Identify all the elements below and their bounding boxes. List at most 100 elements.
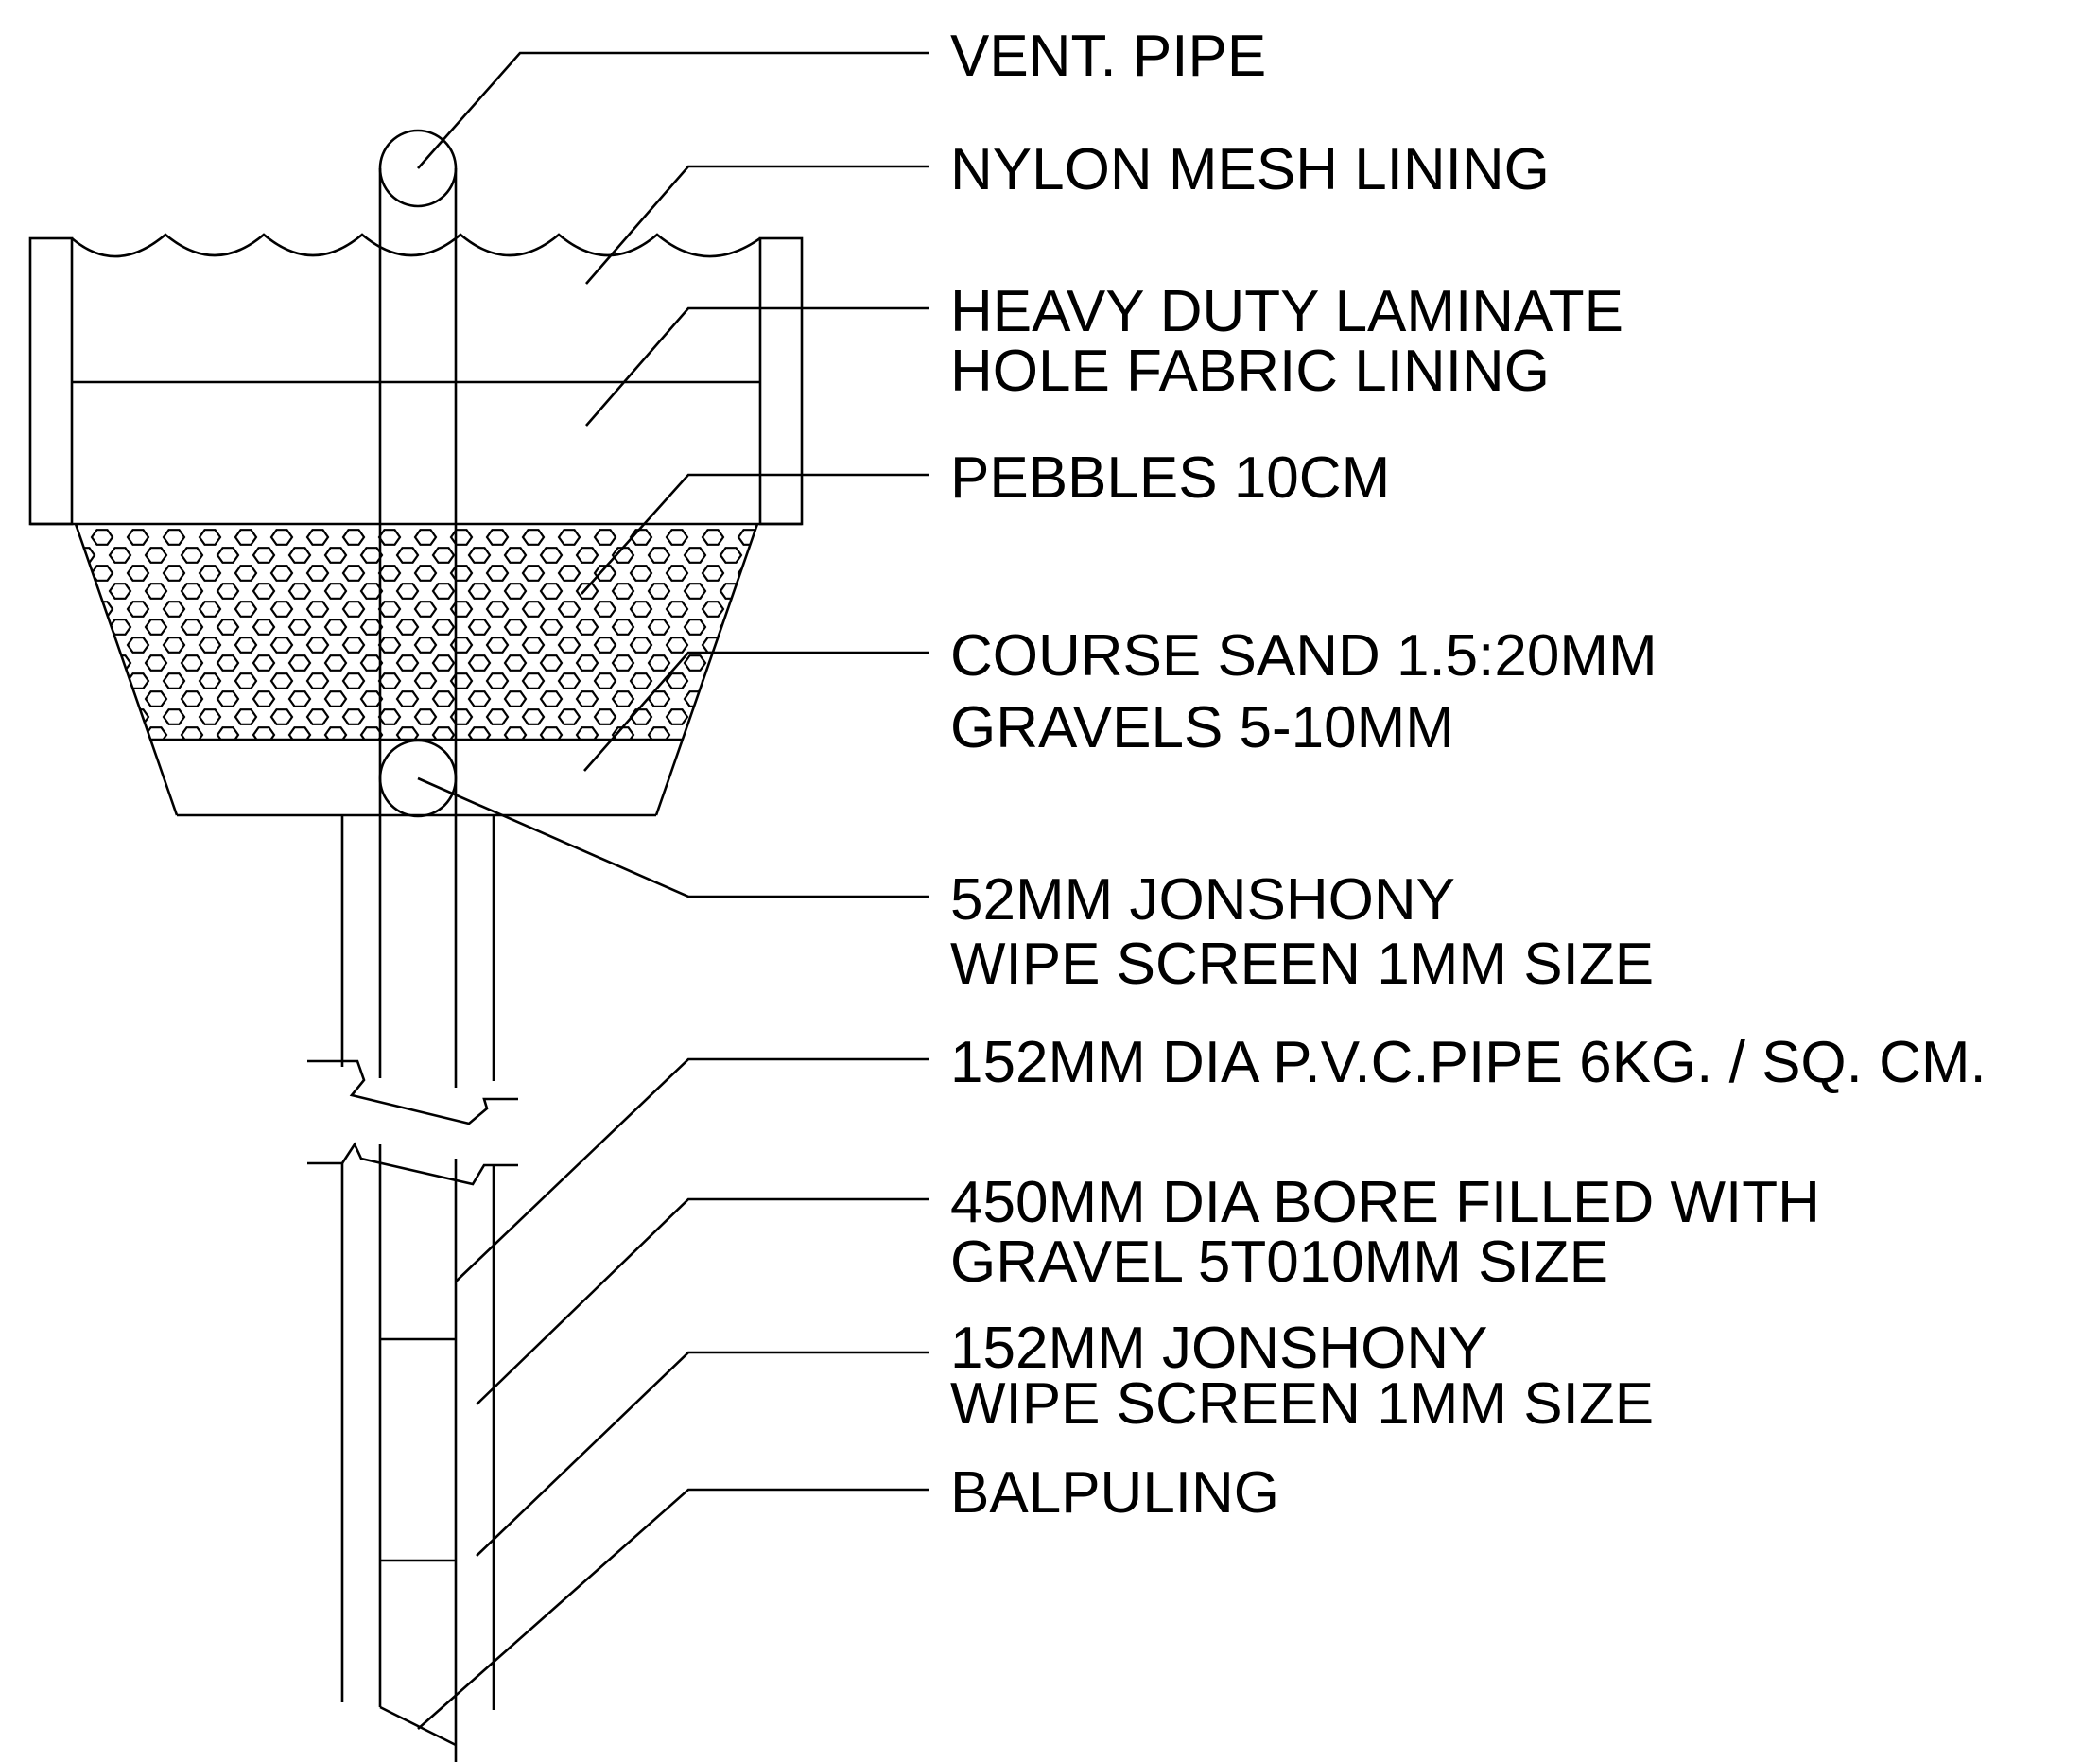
pebble-hexagon: [377, 529, 402, 546]
pebble-hexagon: [521, 637, 546, 654]
leader-vent-pipe: [417, 51, 929, 169]
pebble-hexagon: [557, 672, 581, 689]
pebble-hexagon: [287, 619, 312, 636]
pebble-hexagon: [180, 726, 204, 740]
top-tank: [28, 233, 804, 526]
pebble-hexagon: [198, 565, 222, 582]
pebble-hexagon: [467, 726, 492, 740]
screen-52mm-circle: [378, 739, 458, 818]
pebble-hexagon: [539, 654, 564, 672]
pebble-hexagon: [575, 547, 599, 564]
pebble-hexagon: [485, 529, 510, 546]
pebble-hexagon: [557, 565, 581, 582]
pebble-hexagon: [611, 690, 635, 707]
pebble-hexagon: [126, 637, 150, 654]
pebble-hexagon: [377, 708, 402, 725]
pebble-hexagon: [76, 583, 96, 600]
pebble-hexagon: [76, 619, 96, 636]
pebble-hexagon: [377, 601, 402, 618]
pebble-hexagon: [76, 690, 96, 707]
pebble-hexagon: [162, 565, 186, 582]
pebble-hexagon: [575, 619, 599, 636]
pebble-hexagon: [503, 690, 528, 707]
pebble-hexagon: [305, 565, 330, 582]
pebble-hexagon: [287, 547, 312, 564]
pebble-hexagon: [665, 637, 689, 654]
pebble-hexagon: [108, 726, 132, 740]
pebble-hexagon: [305, 708, 330, 725]
pebble-hexagon: [431, 690, 456, 707]
pebble-hexagon: [126, 565, 150, 582]
pebble-hexagon: [323, 726, 348, 740]
pebble-hexagon: [575, 583, 599, 600]
pebble-hexagon: [216, 654, 240, 672]
pebble-hexagon: [234, 637, 258, 654]
pebble-hexagon: [323, 619, 348, 636]
pebble-hexagon: [341, 529, 366, 546]
pebble-hexagon: [557, 708, 581, 725]
pebble-hexagon: [287, 583, 312, 600]
pebble-hexagon: [629, 637, 653, 654]
pebble-hexagon: [269, 601, 294, 618]
pebble-hexagon: [503, 547, 528, 564]
label-screen152-line2: WIPE SCREEN 1MM SIZE: [950, 1371, 1654, 1437]
pebble-hexagon: [593, 672, 617, 689]
pebble-hexagon: [287, 690, 312, 707]
pebble-hexagon: [467, 547, 492, 564]
pebble-hexagon: [665, 672, 689, 689]
label-pebbles: PEBBLES 10CM: [950, 445, 1390, 511]
pebble-hexagon: [737, 637, 757, 654]
leader-balpuling: [417, 1488, 929, 1730]
pebble-hexagon: [76, 529, 78, 546]
pebble-hexagon: [467, 619, 492, 636]
pebble-hexagon: [449, 672, 474, 689]
pebble-hexagon: [431, 583, 456, 600]
pebble-hexagon: [629, 565, 653, 582]
pebble-hexagon: [180, 583, 204, 600]
vent-pipe-tip: [379, 1705, 457, 1747]
pebble-hexagon: [485, 565, 510, 582]
pebble-hexagon: [305, 637, 330, 654]
pebble-hexagon: [449, 637, 474, 654]
pebble-hexagon: [413, 672, 438, 689]
pebble-hexagon: [719, 583, 743, 600]
pebble-hexagon: [76, 565, 78, 582]
leader-sand: [583, 651, 929, 772]
vent-pipe: [378, 129, 458, 1762]
pebble-hexagon: [90, 565, 114, 582]
pebble-hexagon: [575, 690, 599, 707]
labels: VENT. PIPE NYLON MESH LINING HEAVY DUTY …: [950, 24, 1987, 1526]
pebble-hexagon: [647, 654, 671, 672]
pebble-hexagon: [216, 547, 240, 564]
pebble-hexagon: [593, 708, 617, 725]
pebble-hexagon: [252, 583, 276, 600]
label-bore-line2: GRAVEL 5T010MM SIZE: [950, 1230, 1608, 1295]
pebble-hexagon: [234, 529, 258, 546]
pebble-hexagon: [76, 672, 78, 689]
pebble-hexagon: [395, 726, 420, 740]
pebble-hexagon: [755, 547, 757, 564]
pebble-hexagon: [611, 619, 635, 636]
pebble-hexagon: [521, 708, 546, 725]
pebble-hexagon: [144, 690, 168, 707]
pebble-hexagon: [413, 601, 438, 618]
pebble-hexagon: [162, 637, 186, 654]
pebble-hexagon: [755, 583, 757, 600]
pebble-hexagon: [180, 619, 204, 636]
break-line-upper: [307, 1059, 518, 1125]
pebble-hexagon: [287, 654, 312, 672]
pebble-hexagon: [305, 529, 330, 546]
break-line-lower: [307, 1142, 518, 1186]
pebble-hexagon: [90, 708, 114, 725]
pebble-hexagon: [76, 637, 78, 654]
pebble-hexagon: [90, 637, 114, 654]
pebble-hexagon: [629, 708, 653, 725]
pebble-hexagon: [252, 619, 276, 636]
pebble-hexagon: [611, 583, 635, 600]
pebble-hexagon: [593, 529, 617, 546]
pebble-hexagon: [216, 619, 240, 636]
pebble-hexagon: [108, 547, 132, 564]
pebble-hexagon: [485, 672, 510, 689]
pebble-hexagon: [269, 637, 294, 654]
pebble-hexagon: [611, 654, 635, 672]
